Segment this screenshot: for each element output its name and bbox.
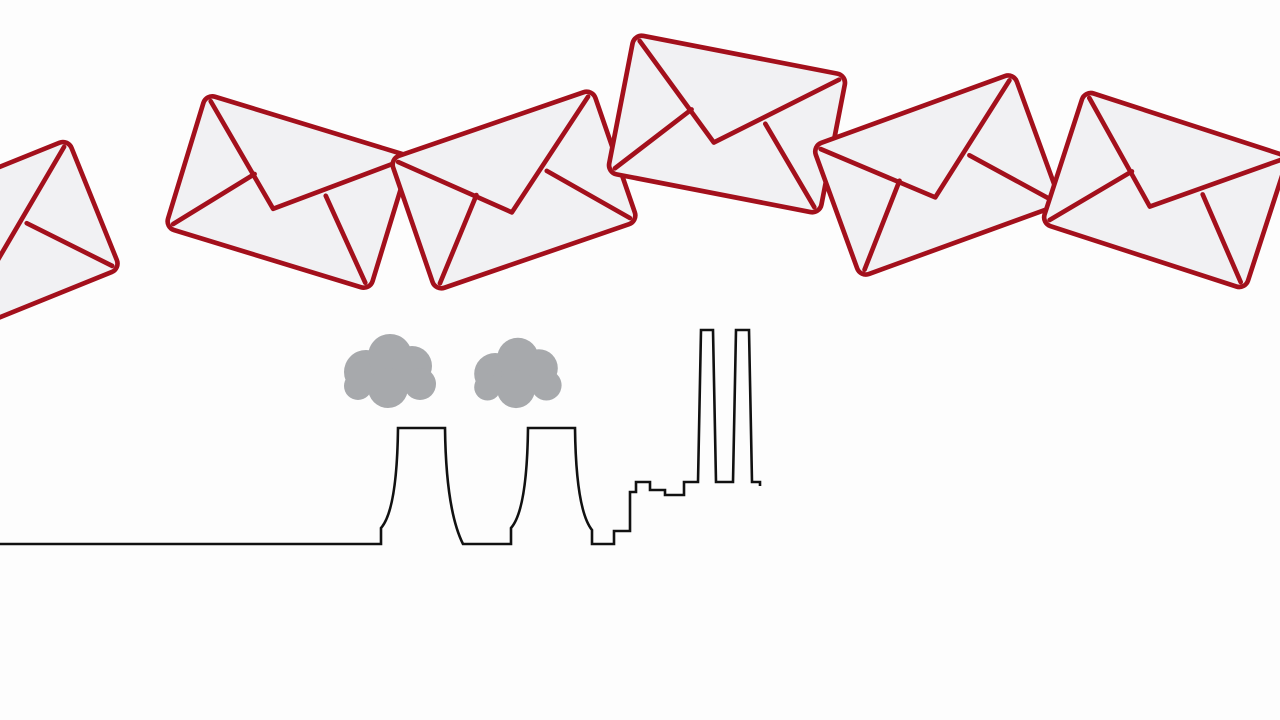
- envelope-icon: [0, 139, 120, 348]
- envelope-icon: [165, 94, 410, 290]
- smoke-cloud-icon: [474, 337, 562, 409]
- envelope-icon: [390, 89, 638, 291]
- envelope-icon: [813, 73, 1062, 277]
- skyline-line: [0, 328, 762, 546]
- smoke-cloud-icon: [344, 334, 436, 408]
- envelope-icon: [607, 34, 846, 214]
- smoke-clouds-group: [344, 334, 562, 409]
- envelopes-group: [0, 34, 1280, 349]
- envelope-icon: [1042, 91, 1280, 290]
